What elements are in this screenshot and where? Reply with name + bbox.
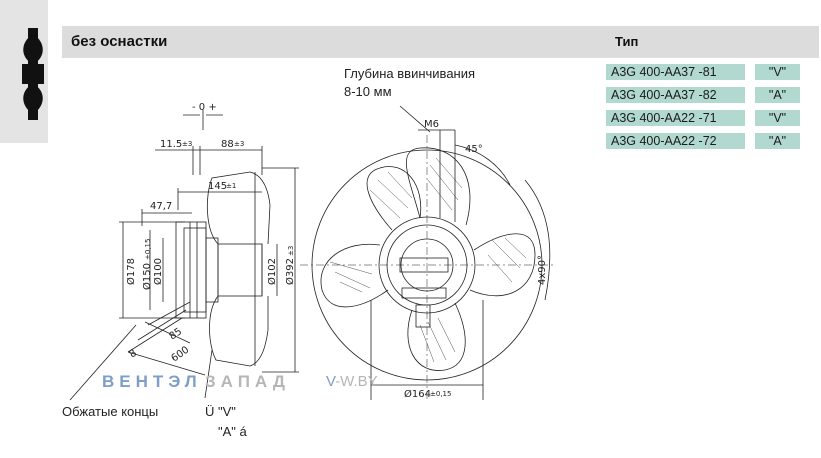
dim-11-5: 11.5: [160, 139, 182, 150]
header-title: без оснастки: [71, 33, 168, 50]
dim-164-tol: ±0,15: [430, 390, 451, 398]
type-column-heading: Тип: [615, 34, 639, 49]
type-code: A3G 400-AA22 -71: [606, 110, 745, 126]
watermark-brand-part1: ВЕНТЭЛ: [102, 372, 202, 391]
dim-88: 88: [221, 139, 234, 150]
watermark-site-part1: V: [326, 373, 336, 390]
type-variant: "A": [755, 87, 800, 103]
type-variant: "V": [755, 110, 800, 126]
dim-102: Ø102: [266, 258, 278, 285]
dim-100: Ø100: [152, 258, 164, 285]
dim-tolerance: - 0 +: [192, 102, 217, 113]
dim-145-tol: ±1: [226, 182, 236, 190]
dim-47-7: 47,7: [150, 201, 172, 212]
dim-8: 8: [127, 348, 139, 361]
watermark-site: V-W.BY: [326, 373, 378, 390]
depth-label-line1: Глубина ввинчивания: [344, 66, 476, 81]
dim-164: Ø164: [404, 388, 431, 400]
dim-150-tol: ±0,15: [144, 239, 152, 260]
dim-85: 85: [167, 326, 184, 342]
fan-side-icon: [22, 28, 44, 120]
watermark-brand-part2: ЗАПАД: [205, 372, 290, 391]
variant-v-label: Ü "V": [205, 404, 236, 419]
dim-11-5-tol: ±3: [182, 140, 192, 148]
dim-600: 600: [169, 344, 191, 364]
dim-392: Ø392: [284, 258, 296, 285]
type-code: A3G 400-AA37 -81: [606, 64, 745, 80]
depth-label-line2: 8-10 мм: [344, 84, 392, 99]
type-variant: "A": [755, 133, 800, 149]
crimped-ends-label: Обжатые концы: [62, 404, 159, 419]
type-code: A3G 400-AA22 -72: [606, 133, 745, 149]
dim-4x90: 4x90°: [537, 255, 548, 285]
dim-145: 145: [208, 181, 227, 192]
header-bar: без оснастки Тип: [62, 26, 819, 58]
dim-392-tol: ±3: [287, 246, 295, 256]
type-variant: "V": [755, 64, 800, 80]
watermark-site-part2: -W.BY: [335, 373, 378, 390]
variant-a-label: "A" á: [218, 424, 247, 439]
dim-178: Ø178: [125, 258, 137, 285]
dim-m6: M6: [424, 119, 439, 130]
dim-45-deg: 45°: [465, 144, 483, 155]
dim-150: Ø150: [141, 263, 153, 290]
type-code: A3G 400-AA37 -82: [606, 87, 745, 103]
dim-88-tol: ±3: [234, 140, 244, 148]
